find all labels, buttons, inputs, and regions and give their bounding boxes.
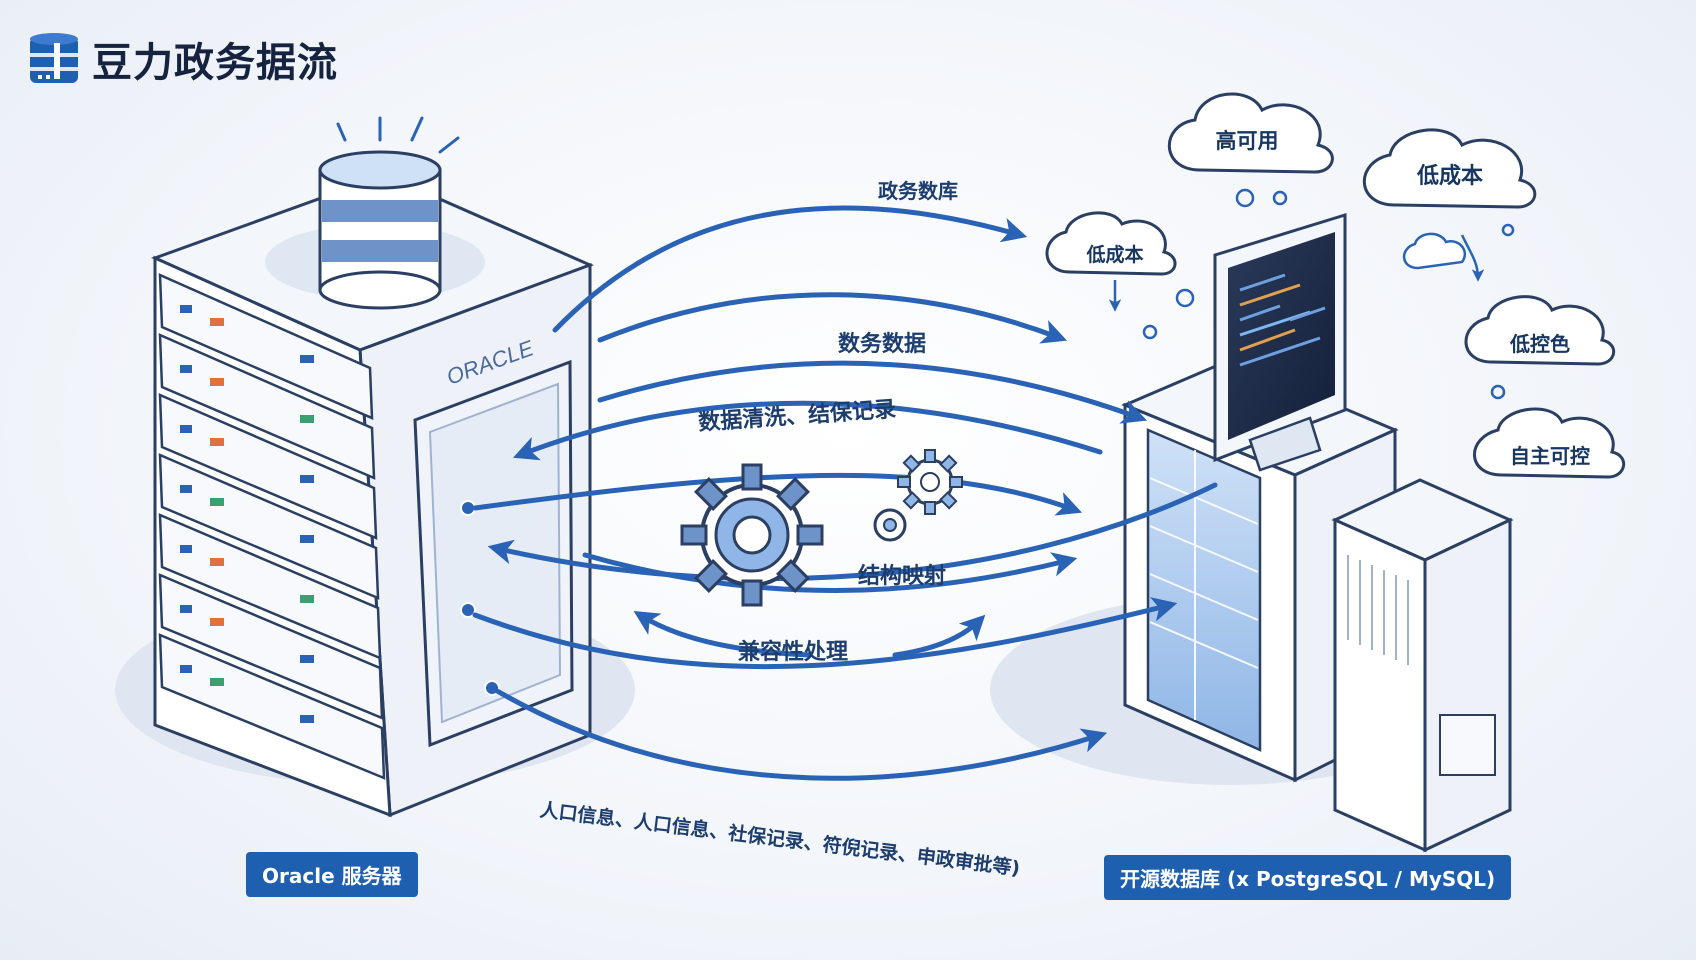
status-leds (180, 305, 314, 723)
gear-large-icon (680, 463, 824, 607)
flow-arrow-clean-left (513, 400, 1103, 461)
flow-arrow-door-lower-right (472, 597, 1178, 670)
oracle-database-cylinder (318, 150, 442, 310)
brand-header: 豆力政务据流 (28, 30, 338, 88)
flow-arrow-mid-right (597, 360, 1148, 424)
flow-arrow-compat-left (633, 611, 813, 658)
page-title: 豆力政务据流 (92, 40, 338, 86)
flow-arrow-door-right (472, 472, 1083, 516)
open-source-db-badge: 开源数据库 (x PostgreSQL / MySQL) (1104, 855, 1512, 900)
cloud-low-cost-left (1045, 211, 1177, 276)
gear-small-icon (897, 449, 963, 515)
oracle-server-badge: Oracle 服务器 (246, 852, 418, 897)
flow-label-top: 政务数库 (878, 179, 958, 203)
flow-label-compat: 兼容性处理 (738, 640, 849, 665)
rack-units (158, 273, 386, 780)
flow-arrow-mapping-left (487, 482, 1218, 582)
open-source-server (1121, 188, 1515, 853)
database-icon (30, 33, 78, 83)
flow-arrow-upper-right (597, 292, 1068, 344)
cloud-low-control (1464, 295, 1615, 366)
flow-arrow-mapping-right (582, 552, 1078, 593)
flow-arrow-door-bottom-right (489, 685, 1108, 781)
gear-tiny-icon (873, 508, 907, 542)
flow-arrows (472, 205, 1218, 781)
flow-arrow-compat-right (892, 614, 986, 658)
flow-arrow-top (552, 205, 1028, 333)
oracle-server: ORACLE (150, 116, 595, 818)
cloud-high-availability (1167, 92, 1334, 174)
flow-label-data: 数务数据 (838, 332, 927, 357)
flow-label-mapping: 结构映射 (858, 564, 947, 589)
cloud-low-cost-top (1362, 128, 1537, 209)
cloud-small-decor (1402, 232, 1467, 270)
cloud-self-control (1473, 407, 1625, 479)
